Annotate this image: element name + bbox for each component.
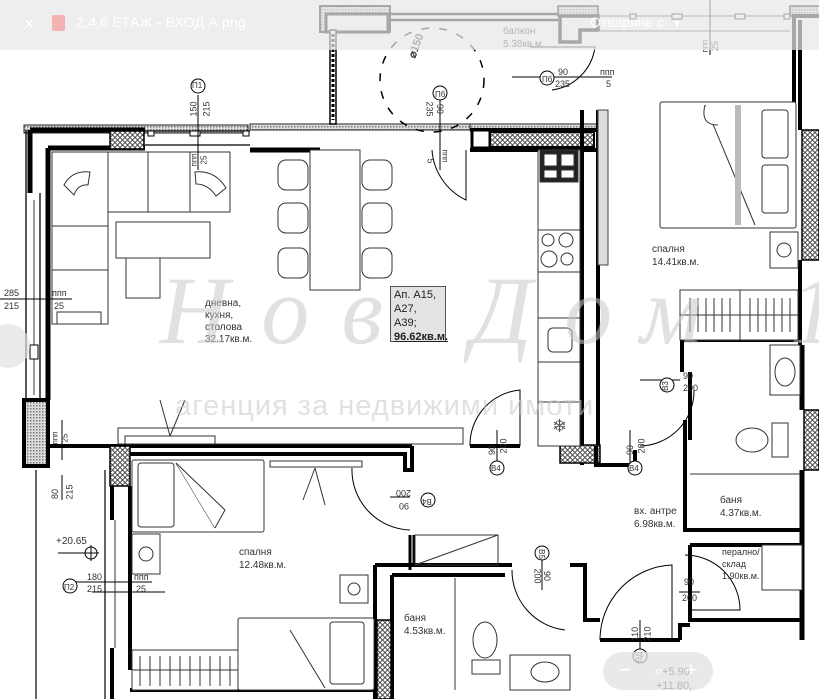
room-laundry-name1: перално/ — [722, 547, 760, 557]
dim-b4b-90: 90 — [625, 444, 636, 456]
room-bath1-area: 4.37кв.м. — [720, 508, 762, 519]
dim-pb2-235: 235 — [555, 79, 571, 89]
room-bedroom1-area: 14.41кв.м. — [652, 257, 700, 268]
dim-pb1-ppp: ппп — [440, 149, 450, 163]
dim-p2-215: 215 — [87, 584, 103, 594]
door-swings — [351, 46, 741, 641]
room-bedroom2-name: спалня — [239, 547, 272, 558]
file-name: 2,4,6 ЕТАЖ - ВХОД А.png — [76, 14, 246, 30]
dim-pb2-5: 5 — [606, 79, 612, 89]
dim-b5-200: 200 — [532, 568, 543, 584]
apartment-line2: А27, А39; — [394, 303, 417, 329]
room-laundry-name2: склад — [722, 559, 747, 569]
chevron-down-icon: ▼ — [672, 19, 682, 30]
furniture: ❄ — [51, 101, 803, 691]
dim-b3-90: 90 — [683, 371, 694, 381]
dim-p2-25: 25 — [136, 584, 147, 594]
room-laundry-area: 1.90кв.м. — [722, 571, 760, 581]
zoom-in-button[interactable]: + — [684, 657, 698, 682]
zoom-reset-icon[interactable]: ⌕ — [654, 663, 664, 680]
dim-pb1-90: 90 — [435, 103, 446, 115]
dim-left-25: 25 — [54, 301, 65, 311]
room-bedroom2-area: 12.48кв.м. — [239, 560, 287, 571]
dim-pb1-5: 5 — [425, 158, 436, 164]
dim-left-ppp: ппп — [52, 288, 67, 298]
zoom-controls: − ⌕ + — [603, 652, 713, 690]
dim-left-215: 215 — [4, 301, 20, 311]
dim-p2-ppp: ппп — [134, 572, 149, 582]
dim-left-285: 285 — [4, 288, 20, 298]
close-icon[interactable]: × — [23, 14, 35, 34]
zoom-out-button[interactable]: − — [618, 657, 632, 682]
tag-b4c: В4 — [422, 497, 432, 506]
image-file-icon — [52, 15, 65, 31]
tag-pb1: Пб — [435, 90, 446, 99]
room-living-name2: кухня, — [205, 310, 234, 321]
room-bath2-name: баня — [404, 613, 426, 624]
room-living-area: 32.17кв.м. — [205, 334, 253, 345]
dim-win-215: 215 — [64, 484, 75, 500]
dim-p1-25: 25 — [199, 155, 209, 165]
dim-p1-150: 150 — [188, 101, 199, 117]
dim-p2-180: 180 — [87, 572, 103, 582]
dim-b6-90: 90 — [684, 577, 695, 587]
dim-win-80: 80 — [50, 488, 61, 500]
dim-b3-200: 200 — [683, 383, 699, 393]
apartment-line1: Ап. А15, — [394, 289, 437, 301]
dim-b4c-200: 200 — [396, 488, 412, 498]
dim-left2-25: 25 — [60, 433, 70, 443]
tag-p1: П1 — [192, 81, 203, 90]
room-living-name3: столова — [205, 322, 243, 333]
open-with-label: Отваряне с — [590, 14, 664, 30]
dim-pb1-235: 235 — [424, 101, 435, 117]
tags — [62, 70, 675, 664]
tag-b4a: В4 — [491, 464, 501, 473]
dim-b4a-200: 200 — [498, 438, 509, 454]
dim-b6-200: 200 — [682, 593, 698, 603]
watermark-logo: Нов Дом 1 — [160, 257, 819, 364]
room-bath1-name: баня — [720, 495, 742, 506]
dim-pb2-ppp: ппп — [600, 67, 615, 77]
dim-vd-210: 210 — [642, 626, 653, 642]
hanger-marks — [139, 298, 791, 686]
dim-b4b-200: 200 — [636, 438, 647, 454]
tag-p2: П2 — [64, 583, 75, 592]
dim-vd-110: 110 — [630, 626, 641, 642]
tag-b4b: В4 — [629, 464, 639, 473]
room-bath2-area: 4.53кв.м. — [404, 626, 446, 637]
dim-b4c-90: 90 — [399, 501, 410, 511]
turning-circle — [379, 27, 485, 133]
open-with-button[interactable]: Отваряне с ▼ — [590, 14, 682, 30]
dim-b4a-90: 90 — [487, 444, 498, 456]
dim-p1-215: 215 — [201, 101, 212, 117]
room-hall-area: 6.98кв.м. — [634, 519, 676, 530]
watermark-tagline: агенция за недвижими имоти — [175, 390, 595, 422]
room-bedroom1-name: спалня — [652, 244, 685, 255]
image-viewer-toolbar: × 2,4,6 ЕТАЖ - ВХОД А.png Отваряне с ▼ — [0, 0, 819, 50]
dim-pb2-90: 90 — [558, 67, 569, 77]
room-hall-name: вх. антре — [634, 506, 677, 517]
room-living-name1: дневна, — [205, 298, 242, 309]
svg-text:❄: ❄ — [552, 416, 567, 436]
apartment-area: 96.62кв.м. — [394, 331, 449, 343]
tag-b5: В5 — [536, 549, 546, 559]
level-mark: +20.65 — [56, 536, 87, 547]
tag-b3: В3 — [660, 381, 670, 391]
apartment-info-box: Ап. А15, А27, А39; 96.62кв.м. — [390, 286, 449, 343]
tag-pb2: Пб — [542, 75, 553, 84]
